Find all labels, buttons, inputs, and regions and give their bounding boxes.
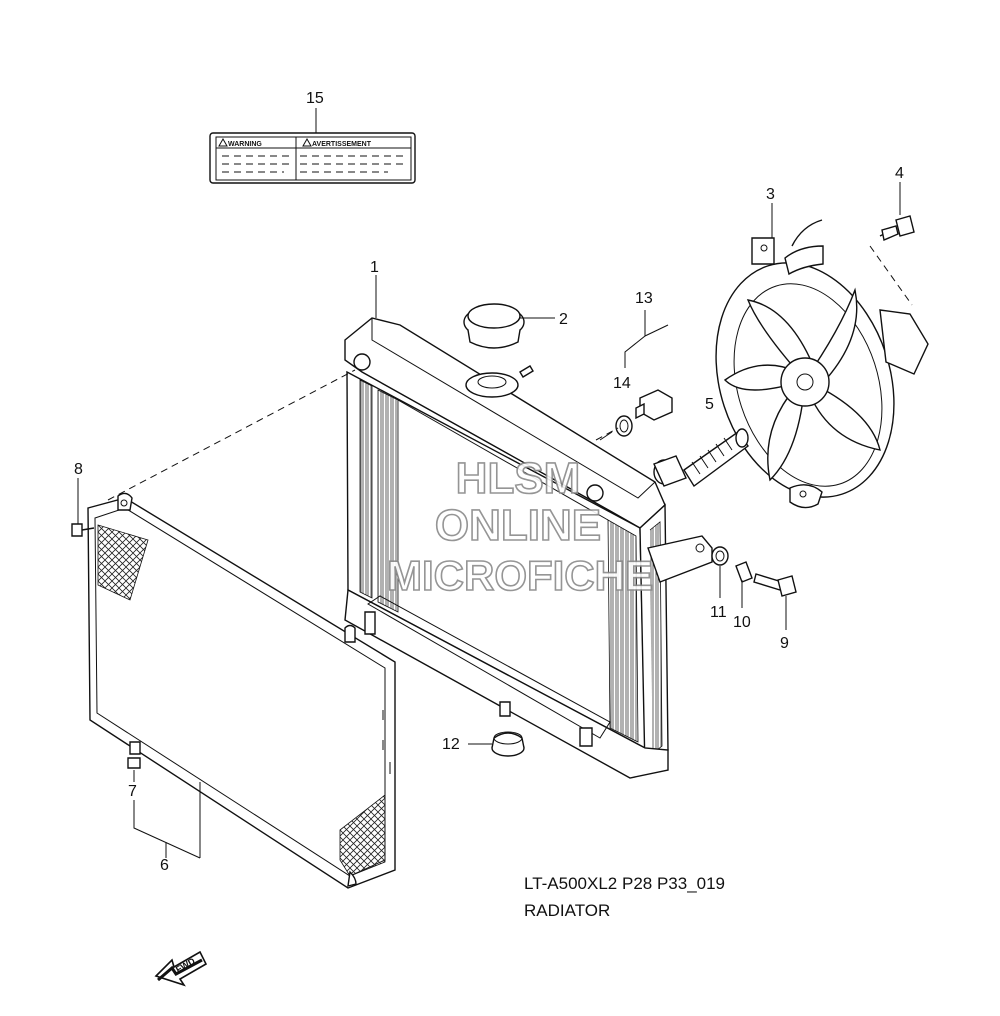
callout-11: 11 — [710, 604, 727, 621]
thermo-switch — [615, 389, 673, 437]
callout-14: 14 — [613, 375, 631, 392]
watermark-line-2: ONLINE — [435, 501, 601, 550]
warning-label-left: WARNING — [228, 141, 262, 148]
callout-7: 7 — [128, 783, 137, 800]
warning-label-right: AVERTISSEMENT — [312, 141, 372, 148]
caption-title: RADIATOR — [524, 901, 610, 920]
cooling-fan — [715, 219, 929, 509]
callout-4: 4 — [895, 165, 904, 182]
callout-2: 2 — [559, 311, 568, 328]
radiator-shroud — [87, 492, 396, 889]
mount-bolt-set — [711, 546, 797, 597]
callout-6: 6 — [160, 857, 169, 874]
radiator-hose — [683, 428, 749, 488]
watermark-line-3: MICROFICHE — [387, 552, 653, 599]
fan-bolt — [879, 215, 915, 241]
warning-label: WARNING AVERTISSEMENT — [209, 132, 416, 184]
callout-9: 9 — [780, 635, 789, 652]
watermark: HLSM ONLINE MICROFICHE — [386, 453, 654, 600]
callout-8: 8 — [74, 461, 83, 478]
callout-5: 5 — [705, 396, 714, 413]
caption-model: LT-A500XL2 P28 P33_019 — [524, 874, 725, 893]
shroud-screw — [71, 523, 95, 537]
callout-10: 10 — [733, 614, 751, 631]
callout-1: 1 — [370, 259, 379, 276]
callout-13: 13 — [635, 290, 653, 307]
callout-3: 3 — [766, 186, 775, 203]
callout-12: 12 — [442, 736, 460, 753]
callout-numbers: 15 1 2 3 4 13 14 5 8 11 10 9 12 7 6 — [74, 90, 904, 874]
fwd-arrow-icon: FWD — [154, 950, 208, 987]
drain-grommet — [491, 731, 525, 757]
leader-lines — [77, 108, 913, 859]
radiator-cap — [463, 303, 525, 349]
radiator-core — [344, 317, 713, 779]
callout-15: 15 — [306, 90, 324, 107]
watermark-line-1: HLSM — [456, 454, 581, 503]
